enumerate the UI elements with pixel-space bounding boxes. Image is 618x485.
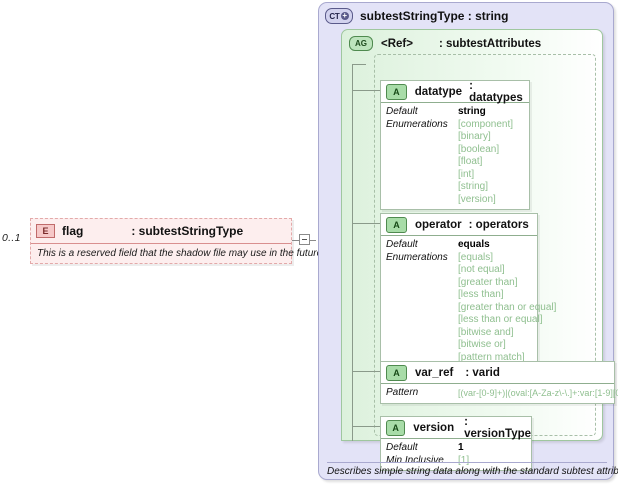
attribute-group-ref: <Ref> <box>381 37 413 50</box>
complex-type-title: subtestStringType : string <box>360 9 509 23</box>
attribute-facets-operator: Default equals Enumerations [equals] [no… <box>381 236 556 367</box>
element-documentation: This is a reserved field that the shadow… <box>37 248 325 259</box>
facet-label-pattern: Pattern <box>386 387 419 398</box>
enum-item: [float] <box>458 156 483 167</box>
enum-item: [not equal] <box>458 264 505 275</box>
complex-type-badge-icon[interactable]: CT+ <box>325 8 353 24</box>
attribute-box-datatype[interactable]: A datatype : datatypes Default string En… <box>380 80 530 210</box>
attribute-box-version[interactable]: A version : versionType Default 1 Min In… <box>380 416 532 471</box>
attribute-box-operator[interactable]: A operator : operators Default equals En… <box>380 213 556 368</box>
facet-label-enumerations: Enumerations <box>386 118 448 130</box>
attribute-type-operator: : operators <box>468 218 529 231</box>
facet-value-enumerations: [component] [binary] [boolean] [float] [… <box>458 119 529 207</box>
attribute-box-var-ref[interactable]: A var_ref : varid Pattern [(var-[0-9]+)|… <box>380 361 618 404</box>
facet-label-default: Default <box>386 239 418 250</box>
facet-value-default: 1 <box>458 442 464 453</box>
complex-type-container: CT+ subtestStringType : string AG <Ref> … <box>318 2 618 480</box>
attribute-header-version: A version : versionType <box>381 415 532 440</box>
enum-item: [string] <box>458 181 489 192</box>
facet-value-default: string <box>458 106 486 117</box>
expand-plus-icon[interactable]: + <box>340 11 349 20</box>
enum-item: [component] <box>458 118 514 130</box>
attribute-header-operator: A operator : operators <box>381 214 537 236</box>
tree-branch-top <box>352 64 366 65</box>
attribute-badge-icon: A <box>386 364 407 381</box>
facet-label-enumerations: Enumerations <box>386 251 448 263</box>
tree-trunk-line <box>352 64 353 441</box>
enum-item: [greater than or equal] <box>458 301 557 313</box>
enum-item: [binary] <box>458 131 491 142</box>
enum-item: [bitwise and] <box>458 326 514 338</box>
facet-label-default: Default <box>386 106 418 117</box>
element-flag-group: 0..1 E flag : subtestStringType This is … <box>0 218 325 268</box>
facet-label-default: Default <box>386 442 418 453</box>
tree-branch-version <box>352 426 380 427</box>
attribute-group-header[interactable]: AG <Ref> : subtestAttributes <box>349 36 541 51</box>
enum-item: [less than] <box>458 289 504 300</box>
element-type: : subtestStringType <box>131 224 244 238</box>
enum-item: [bitwise or] <box>458 339 506 350</box>
enum-item: [version] <box>458 193 496 205</box>
attribute-group-panel: AG <Ref> : subtestAttributes A datatype … <box>341 29 618 471</box>
complex-type-header: CT+ subtestStringType : string <box>325 8 508 24</box>
facet-value-pattern: [(var-[0-9]+)|(oval:[A-Za-z\-\.]+:var:[1… <box>458 388 618 398</box>
complex-type-documentation: Describes simple string data along with … <box>327 462 618 477</box>
attribute-badge-icon: A <box>386 216 407 233</box>
element-badge-icon: E <box>36 224 55 238</box>
attribute-header-var-ref: A var_ref : varid <box>381 362 614 384</box>
attribute-badge-icon: A <box>386 419 406 436</box>
attribute-facets-version: Default 1 Min Inclusive [1] <box>381 439 531 470</box>
facet-value-default: equals <box>458 239 490 250</box>
attribute-name-operator: operator <box>415 218 462 231</box>
tree-branch-datatype <box>352 90 380 91</box>
enum-item: [pattern match] <box>458 351 525 363</box>
attribute-facets-datatype: Default string Enumerations [component] … <box>381 103 529 209</box>
tree-branch-operator <box>352 223 380 224</box>
enum-item: [greater than] <box>458 276 518 288</box>
element-flag-header: E flag : subtestStringType <box>31 219 291 244</box>
attribute-group-type: : subtestAttributes <box>438 37 542 50</box>
enum-item: [less than or equal] <box>458 314 543 325</box>
attribute-type-version: : versionType <box>464 415 532 440</box>
attribute-type-datatype: : datatypes <box>469 79 523 104</box>
enum-item: [int] <box>458 168 475 180</box>
element-name: flag <box>62 224 84 238</box>
facet-label-min-inclusive: Min Inclusive <box>386 454 444 466</box>
tree-branch-varref <box>352 371 380 372</box>
attribute-group-badge-icon: AG <box>349 36 373 51</box>
attribute-facets-var-ref: Pattern [(var-[0-9]+)|(oval:[A-Za-z\-\.]… <box>381 384 618 403</box>
attribute-badge-icon: A <box>386 83 407 100</box>
attribute-name-var-ref: var_ref <box>415 366 454 379</box>
attribute-type-var-ref: : varid <box>465 366 500 379</box>
attribute-header-datatype: A datatype : datatypes <box>381 79 529 104</box>
enum-item: [boolean] <box>458 143 500 155</box>
attribute-name-datatype: datatype <box>414 85 463 98</box>
element-flag-box[interactable]: E flag : subtestStringType This is a res… <box>30 218 325 264</box>
complex-type-badge-label: CT <box>329 11 340 21</box>
facet-value-enumerations: [equals] [not equal] [greater than] [les… <box>458 252 556 365</box>
enum-item: [equals] <box>458 251 494 263</box>
cardinality-label: 0..1 <box>2 232 21 244</box>
attribute-name-version: version <box>413 421 455 434</box>
collapse-minus-icon[interactable] <box>299 234 310 245</box>
facet-value-min-inclusive: [1] <box>458 454 470 466</box>
